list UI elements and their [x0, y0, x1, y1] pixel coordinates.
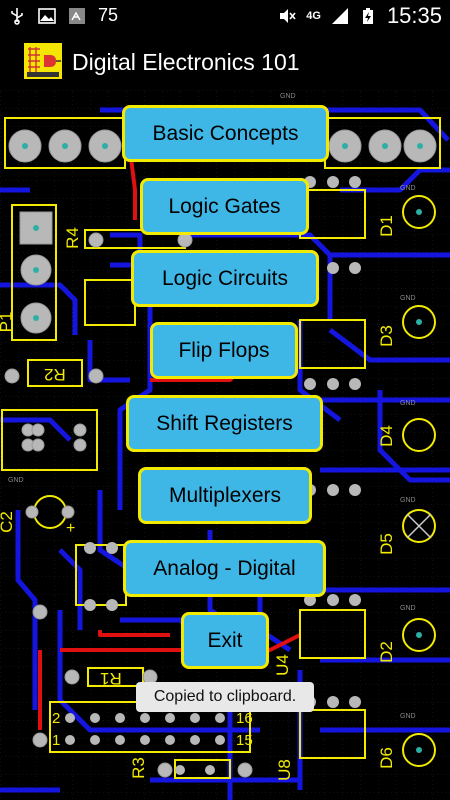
pcb-label-r4: R4 — [62, 227, 82, 249]
flip-flops-button[interactable]: Flip Flops — [150, 322, 298, 379]
action-bar: Digital Electronics 101 — [0, 32, 450, 90]
pcb-label-d3: D3 — [376, 325, 396, 347]
pcb-label-pin2: 2 — [52, 710, 61, 727]
pcb-label-r1: R1 — [100, 669, 122, 688]
svg-text:GND: GND — [400, 605, 416, 612]
pcb-label-r3: R3 — [128, 757, 148, 779]
pcb-label-d1: D1 — [376, 215, 396, 237]
multiplexers-button[interactable]: Multiplexers — [138, 467, 312, 524]
svg-text:GND: GND — [400, 295, 416, 302]
circuit-board-app-icon — [24, 43, 62, 79]
battery-percent-text: 75 — [98, 5, 119, 25]
usb-icon — [11, 7, 23, 25]
pcb-label-p1: P1 — [0, 311, 16, 333]
svg-text:GND: GND — [400, 400, 416, 407]
logic-circuits-button[interactable]: Logic Circuits — [131, 250, 319, 307]
pcb-label-u4: U4 — [272, 654, 292, 676]
pcb-label-pin15: 15 — [236, 732, 253, 749]
svg-text:GND: GND — [400, 713, 416, 720]
app-notification-icon — [69, 7, 85, 24]
basic-concepts-button[interactable]: Basic Concepts — [122, 105, 329, 162]
pcb-label-u8: U8 — [274, 759, 294, 781]
pcb-label-c2: C2 — [0, 511, 16, 533]
exit-button[interactable]: Exit — [181, 612, 269, 669]
pcb-label-d4: D4 — [376, 425, 396, 447]
analog-digital-button[interactable]: Analog - Digital — [123, 540, 326, 597]
pcb-label-d2: D2 — [376, 641, 396, 663]
svg-text:GND: GND — [8, 477, 24, 484]
mute-icon — [280, 9, 296, 23]
pcb-label-plus: + — [66, 520, 76, 537]
shift-registers-button[interactable]: Shift Registers — [126, 395, 323, 452]
pcb-label-d6: D6 — [376, 747, 396, 769]
pcb-label-d5: D5 — [376, 533, 396, 555]
pcb-label-pin16: 16 — [236, 710, 253, 727]
pcb-label-pin1: 1 — [52, 732, 61, 749]
network-type-label: 4G — [306, 10, 321, 22]
svg-text:GND: GND — [400, 185, 416, 192]
battery-icon — [362, 8, 373, 24]
image-icon — [38, 7, 56, 24]
svg-text:GND: GND — [280, 93, 296, 100]
status-bar: 75 4G 15:35 — [0, 0, 450, 32]
svg-text:GND: GND — [400, 497, 416, 504]
signal-icon — [331, 8, 348, 24]
clock: 15:35 — [386, 3, 442, 28]
clipboard-toast: Copied to clipboard. — [136, 682, 314, 712]
app-title: Digital Electronics 101 — [72, 49, 300, 75]
logic-gates-button[interactable]: Logic Gates — [140, 178, 309, 235]
pcb-label-r2: R2 — [44, 365, 66, 384]
